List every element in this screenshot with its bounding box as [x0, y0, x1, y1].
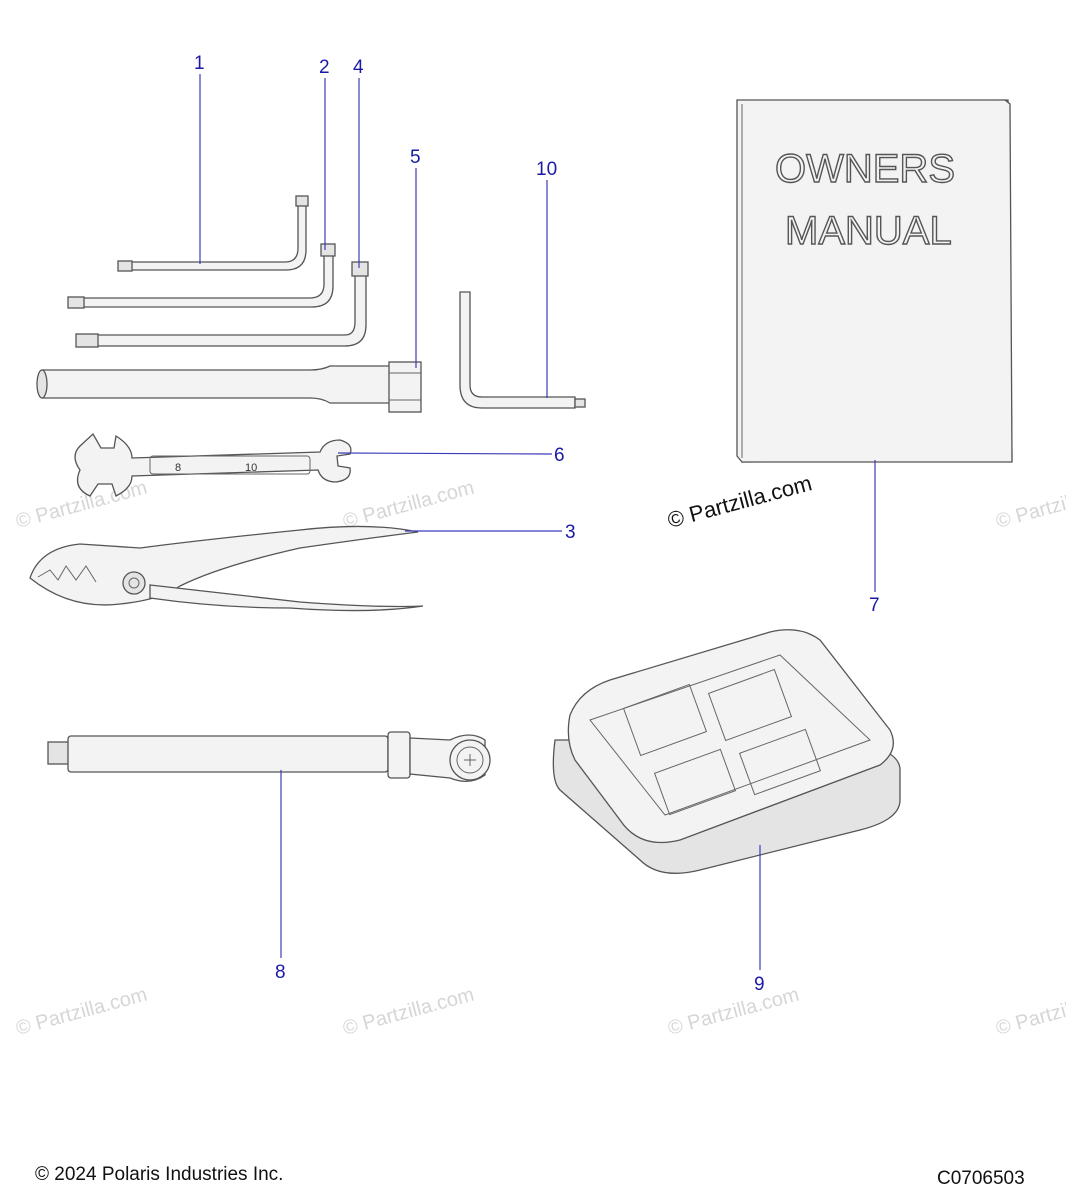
manual-title-line2: MANUAL [785, 209, 952, 253]
callout-9: 9 [754, 974, 765, 995]
hex-key-2[interactable] [67, 243, 336, 309]
l-key-10[interactable] [459, 291, 586, 409]
watermark-text: © Partzilla.com [14, 984, 150, 1040]
leader-lines [199, 74, 876, 970]
callout-7: 7 [869, 595, 880, 616]
callout-5: 5 [410, 147, 421, 168]
wrench-6[interactable]: 8 10 [74, 432, 352, 497]
fuse-kit-case-9[interactable] [552, 629, 901, 874]
callout-1: 1 [194, 53, 205, 74]
callout-2: 2 [319, 57, 330, 78]
diagram-code: C0706503 [937, 1168, 1025, 1189]
spark-plug-socket-5[interactable] [36, 361, 422, 413]
watermark-text: © Partzilla.com [341, 477, 477, 533]
callout-labels: 1 2 4 5 10 6 3 7 8 9 [194, 53, 880, 995]
wrench-size-large: 10 [245, 462, 257, 474]
callout-8: 8 [275, 962, 286, 983]
owners-manual-7[interactable]: OWNERS MANUAL [736, 99, 1013, 463]
wrench-size-small: 8 [175, 462, 181, 474]
hex-key-1[interactable] [117, 195, 309, 272]
callout-3: 3 [565, 522, 576, 543]
callout-10: 10 [536, 159, 557, 180]
callout-6: 6 [554, 445, 565, 466]
callout-4: 4 [353, 57, 364, 78]
driver-handle-8[interactable] [47, 731, 491, 782]
hex-key-4[interactable] [75, 261, 369, 348]
pliers-3[interactable] [29, 525, 424, 612]
watermark-text-center: © Partzilla.com [665, 470, 815, 533]
copyright-notice: © 2024 Polaris Industries Inc. [35, 1164, 284, 1185]
watermark-text: © Partzilla.com [341, 984, 477, 1040]
manual-title-line1: OWNERS [775, 147, 955, 191]
watermark-text: © Partzilla.com [666, 984, 802, 1040]
watermark-text: © Partzilla.com [994, 984, 1066, 1040]
watermark-text: © Partzilla.com [994, 477, 1066, 533]
